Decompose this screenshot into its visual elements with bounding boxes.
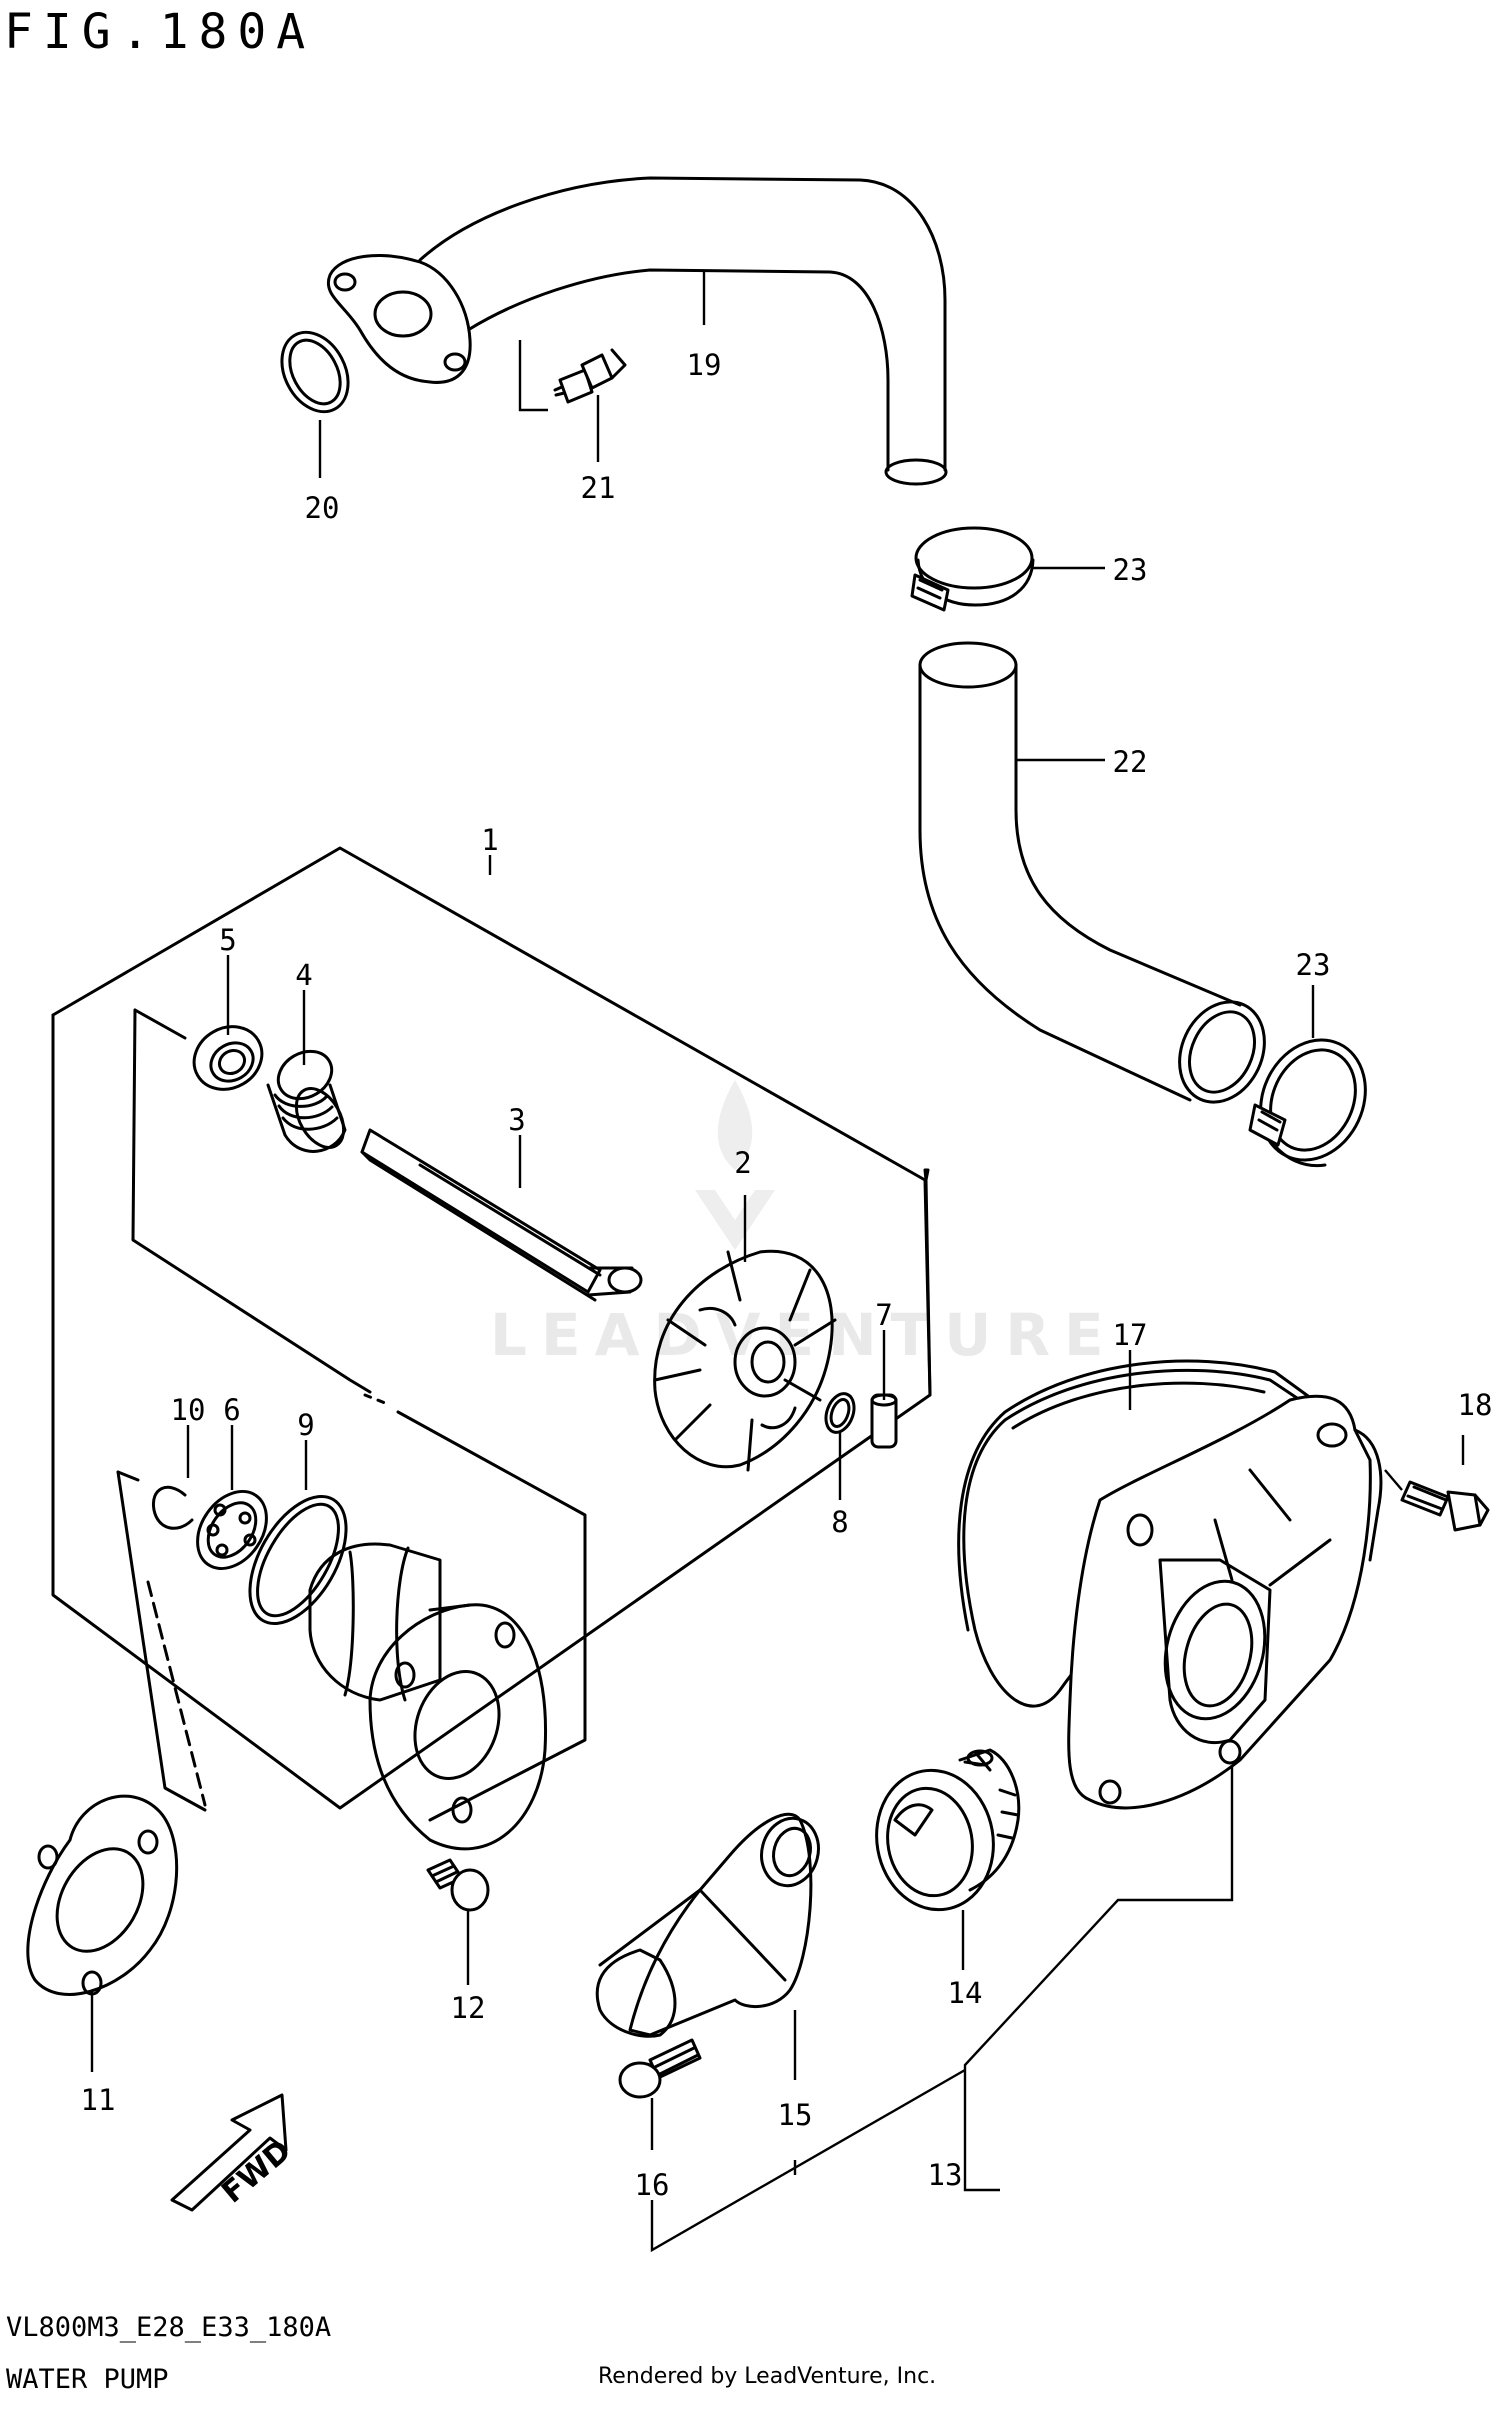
part-23-hose-clamp-upper[interactable]	[910, 526, 1035, 612]
part-7-pin[interactable]	[870, 1393, 898, 1449]
part-23-hose-clamp-lower[interactable]	[1241, 1023, 1384, 1178]
part-21-bolt[interactable]	[553, 348, 627, 404]
callout-8: 8	[831, 1505, 848, 1539]
callout-13: 13	[928, 2158, 963, 2192]
part-18-bolt[interactable]	[1400, 1480, 1490, 1532]
callout-18: 18	[1458, 1388, 1493, 1422]
callout-11: 11	[81, 2083, 116, 2117]
callout-3: 3	[508, 1103, 525, 1137]
callout-14: 14	[948, 1976, 983, 2010]
callout-23-lower: 23	[1296, 948, 1331, 982]
callout-5: 5	[219, 923, 236, 957]
part-12-screw[interactable]	[426, 1858, 490, 1912]
part-1-pump-body[interactable]	[308, 1542, 548, 1851]
part-10-circlip[interactable]	[151, 1485, 194, 1530]
part-19-water-pipe[interactable]	[326, 176, 948, 486]
figure-name: WATER PUMP	[6, 2364, 169, 2395]
part-5-oil-seal[interactable]	[183, 1015, 274, 1102]
part-1-water-pump-kit-box	[51, 846, 932, 1822]
part-9-o-ring[interactable]	[230, 1480, 366, 1639]
callout-2: 2	[734, 1146, 751, 1180]
watermark-text: LEADVENTURE	[490, 1301, 1118, 1369]
leader-lines	[90, 270, 1465, 2253]
part-13-pump-cover[interactable]	[1067, 1394, 1383, 1810]
callout-19: 19	[687, 348, 722, 382]
part-11-gasket[interactable]	[26, 1794, 179, 1996]
part-20-o-ring[interactable]	[269, 321, 361, 423]
figure-code: VL800M3_E28_E33_180A	[6, 2312, 332, 2343]
callout-16: 16	[635, 2168, 670, 2202]
part-15-thermostat-cover[interactable]	[595, 1812, 826, 2038]
part-14-thermostat[interactable]	[866, 1748, 1021, 1919]
part-6-bearing[interactable]	[183, 1478, 280, 1581]
part-3-pump-shaft[interactable]	[360, 1128, 643, 1302]
figure-title: FIG.180A	[4, 4, 316, 60]
callout-9: 9	[297, 1408, 314, 1442]
callout-4: 4	[295, 958, 312, 992]
callout-20: 20	[305, 491, 340, 525]
callout-10: 10	[171, 1393, 206, 1427]
callout-7: 7	[875, 1298, 892, 1332]
callout-labels: 1 2 3 4 5 6 7 8 9 10 11 12 13 14 15 16 1…	[81, 348, 1493, 2202]
leader-21-bracket	[518, 340, 548, 412]
callout-12: 12	[451, 1991, 486, 2025]
part-16-screw[interactable]	[618, 2038, 702, 2099]
callout-23-upper: 23	[1113, 553, 1148, 587]
fwd-arrow-icon: FWD	[170, 2093, 298, 2212]
callout-1: 1	[481, 823, 498, 857]
part-22-radiator-hose[interactable]	[918, 641, 1280, 1116]
callout-17: 17	[1113, 1318, 1148, 1352]
part-2-impeller[interactable]	[653, 1249, 837, 1472]
callout-22: 22	[1113, 745, 1148, 779]
watermark-logo: LEADVENTURE	[490, 1080, 1118, 1369]
callout-6: 6	[223, 1393, 240, 1427]
part-8-o-ring[interactable]	[821, 1390, 859, 1436]
part-4-mechanical-seal[interactable]	[266, 1042, 353, 1156]
callout-21: 21	[581, 471, 616, 505]
render-credit: Rendered by LeadVenture, Inc.	[598, 2364, 937, 2389]
callout-15: 15	[778, 2098, 813, 2132]
